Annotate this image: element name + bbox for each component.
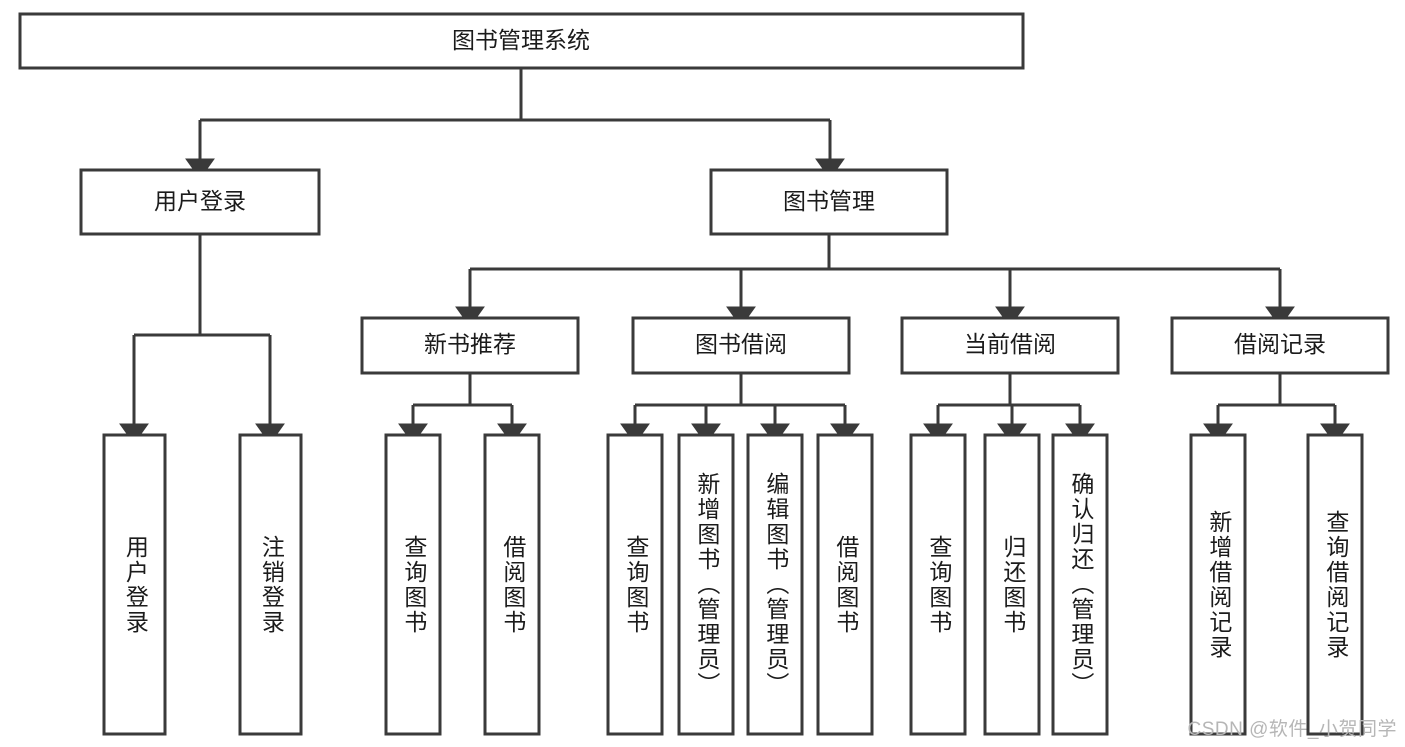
leaf-box-query-record[interactable] [1306, 433, 1364, 736]
leaf-box-add-book[interactable] [677, 433, 735, 736]
leaf-box-borrow-book-2[interactable] [816, 433, 874, 736]
leaf-box-query-book-2[interactable] [606, 433, 664, 736]
node-current-borrow-label: 当前借阅 [964, 331, 1056, 357]
node-root-box[interactable] [18, 12, 1025, 70]
node-new-book-rec-label: 新书推荐 [424, 331, 516, 357]
node-book-manage[interactable]: 图书管理 [709, 168, 949, 236]
node-root[interactable]: 图书管理系统 [18, 12, 1025, 70]
node-book-borrow-box[interactable] [631, 316, 851, 375]
node-current-borrow[interactable]: 当前借阅 [900, 316, 1120, 375]
node-root-label: 图书管理系统 [452, 27, 590, 53]
node-borrow-record[interactable]: 借阅记录 [1170, 316, 1390, 375]
node-book-borrow[interactable]: 图书借阅 [631, 316, 851, 375]
leaf-boxes-group [102, 433, 1364, 736]
leaf-box-user-login[interactable] [102, 433, 167, 736]
node-new-book-rec[interactable]: 新书推荐 [360, 316, 580, 375]
leaf-box-query-book-1[interactable] [384, 433, 442, 736]
leaf-box-user-logout[interactable] [238, 433, 303, 736]
node-borrow-record-box[interactable] [1170, 316, 1390, 375]
node-user-login-box[interactable] [79, 168, 321, 236]
connectors-group [119, 68, 1350, 445]
csdn-watermark: CSDN @软件_小贺同学 [1187, 719, 1397, 740]
node-new-book-rec-box[interactable] [360, 316, 580, 375]
leaf-box-return-book[interactable] [983, 433, 1041, 736]
node-book-manage-box[interactable] [709, 168, 949, 236]
node-current-borrow-box[interactable] [900, 316, 1120, 375]
leaf-box-query-book-3[interactable] [909, 433, 967, 736]
node-book-borrow-label: 图书借阅 [695, 331, 787, 357]
leaf-box-add-record[interactable] [1189, 433, 1247, 736]
leaf-box-edit-book[interactable] [746, 433, 804, 736]
leaf-box-confirm-return[interactable] [1051, 433, 1109, 736]
node-user-login[interactable]: 用户登录 [79, 168, 321, 236]
leaf-box-borrow-book-1[interactable] [483, 433, 541, 736]
node-user-login-label: 用户登录 [154, 188, 246, 214]
node-borrow-record-label: 借阅记录 [1234, 331, 1326, 357]
node-book-manage-label: 图书管理 [783, 188, 875, 214]
